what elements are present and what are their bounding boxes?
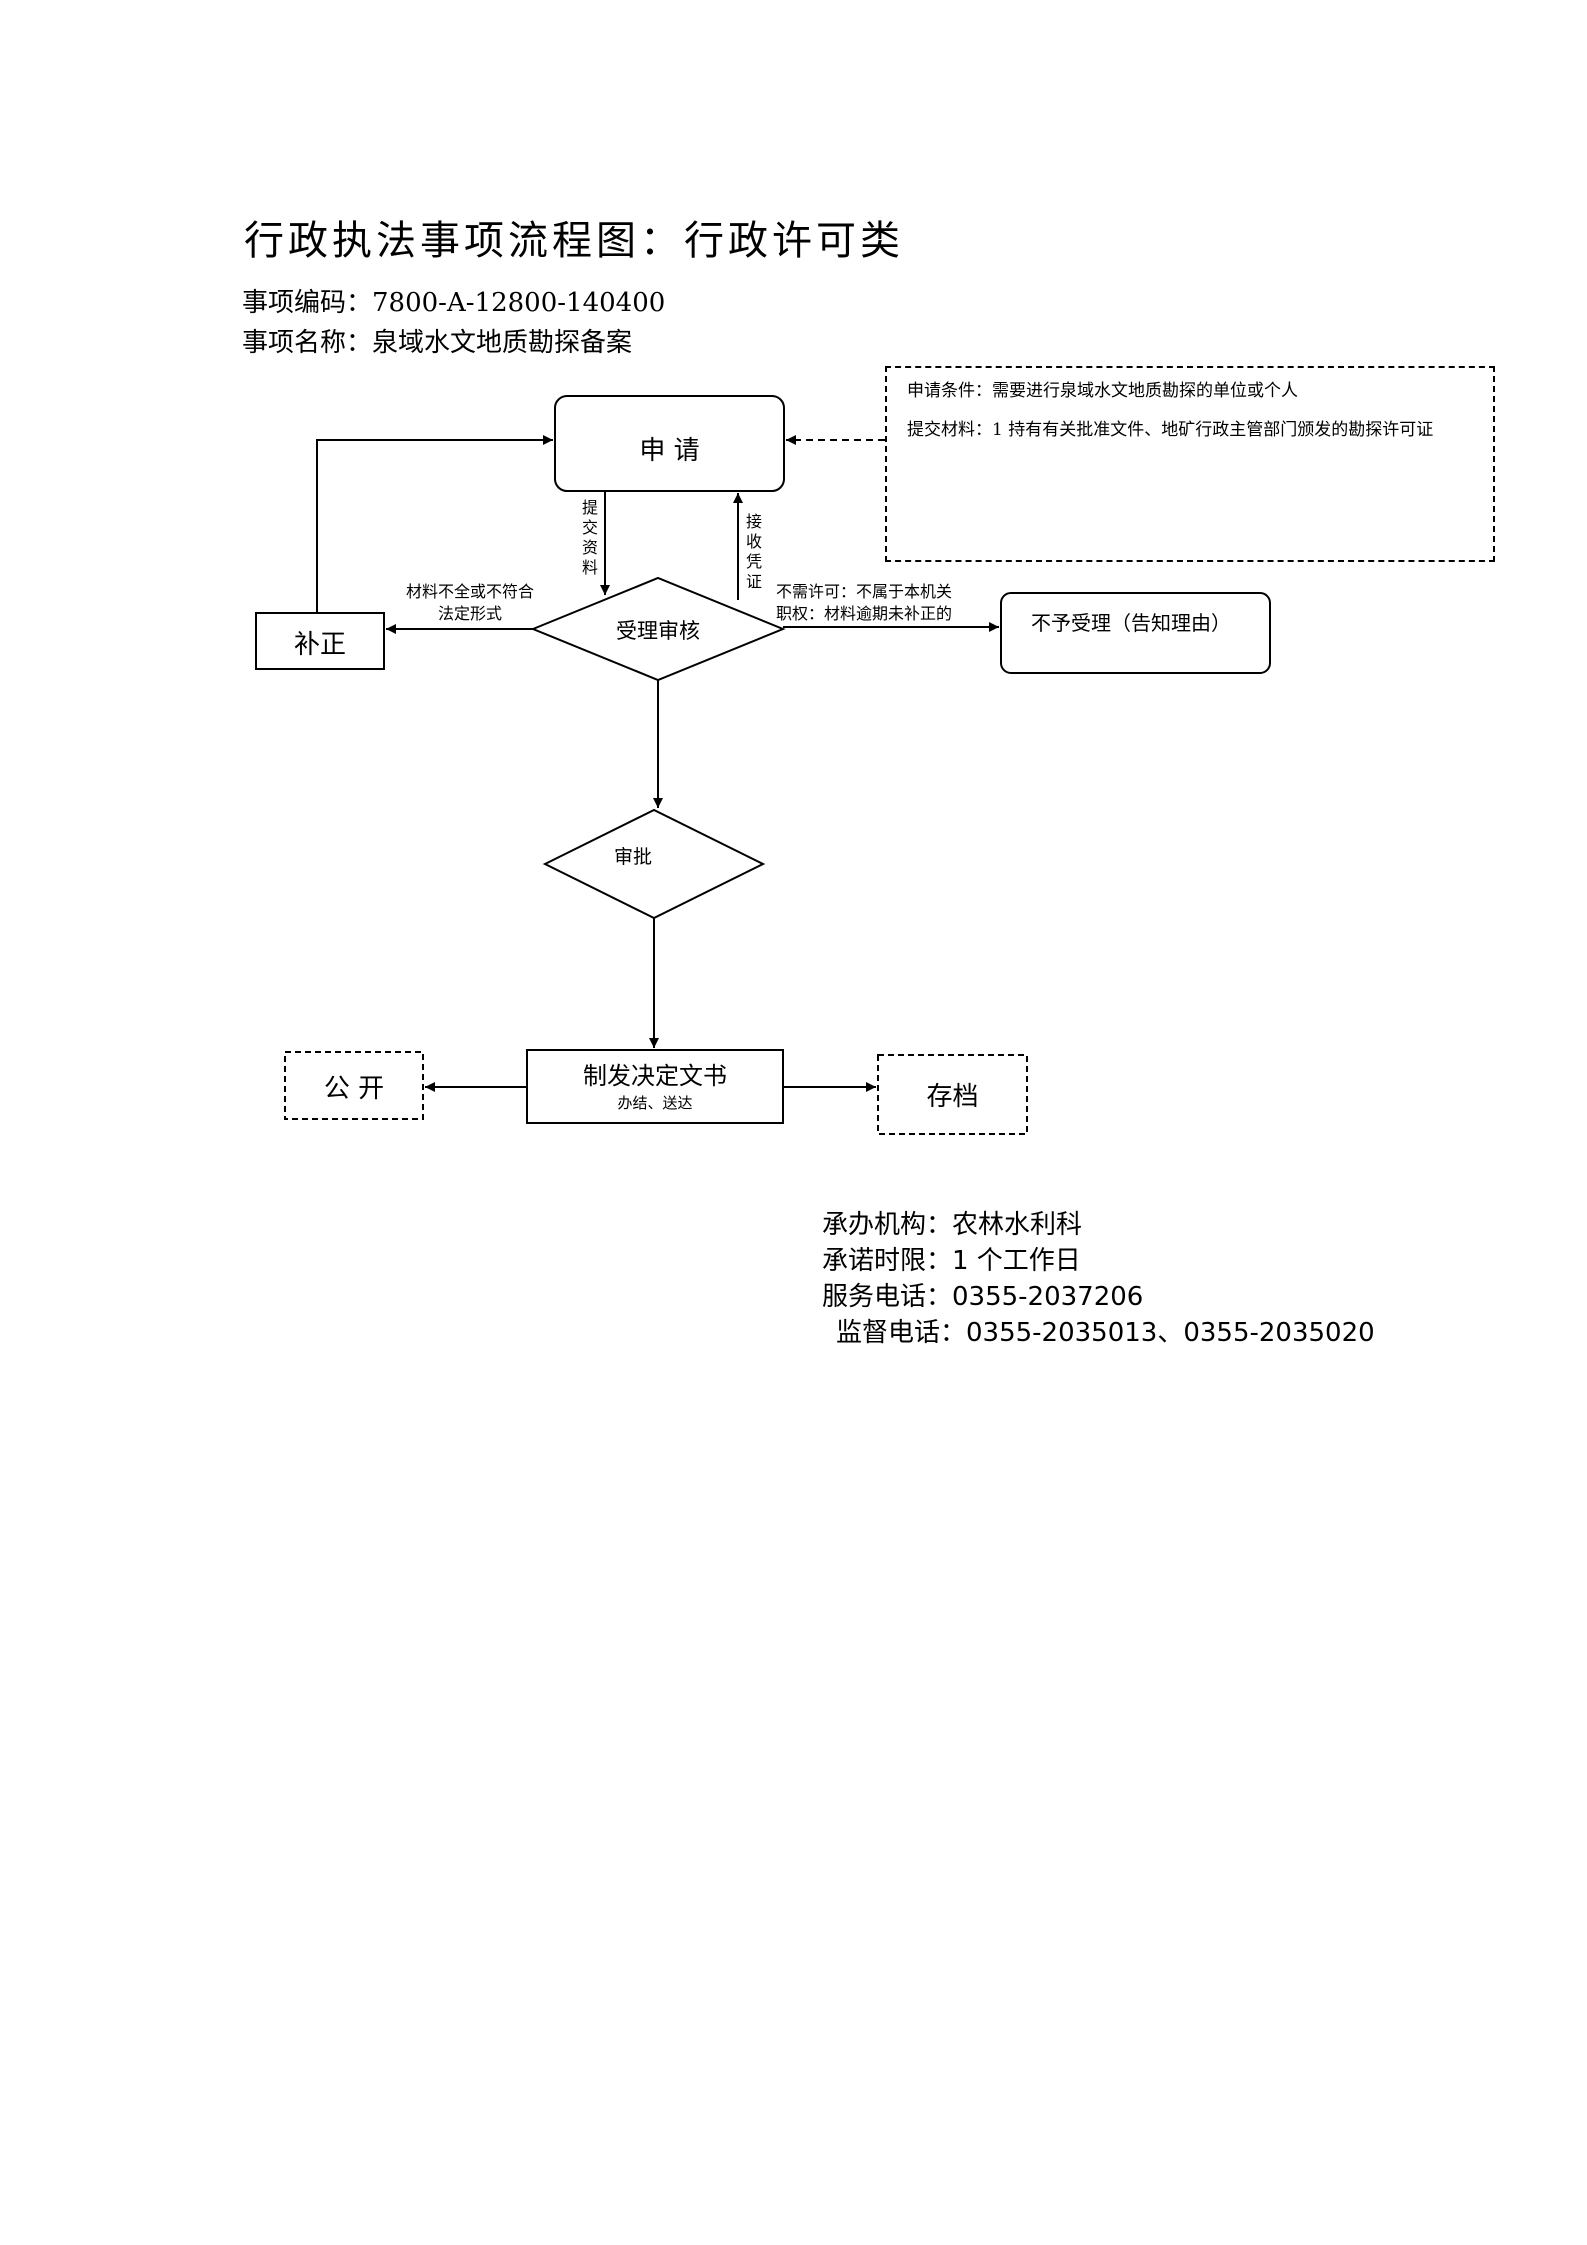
node-review bbox=[530, 576, 786, 682]
page-title: 行政执法事项流程图：行政许可类 bbox=[244, 218, 904, 264]
node-decision bbox=[526, 1049, 784, 1124]
archive-label: 存档 bbox=[926, 1082, 979, 1112]
edge-incomplete-label-2: 法定形式 bbox=[437, 604, 502, 623]
item-name: 事项名称：泉域水文地质勘探备案 bbox=[242, 322, 632, 359]
publish-label: 公 开 bbox=[323, 1074, 385, 1104]
node-archive bbox=[877, 1054, 1028, 1135]
item-code-value: 7800-A-12800-140400 bbox=[372, 288, 666, 318]
edge-reject-label-2: 职权：材料逾期未补正的 bbox=[776, 604, 953, 623]
info-service-phone: 服务电话：0355-2037206 bbox=[822, 1282, 1144, 1312]
item-name-value: 泉域水文地质勘探备案 bbox=[372, 328, 633, 358]
decision-label: 制发决定文书 bbox=[583, 1062, 727, 1090]
reject-label: 不予受理（告知理由） bbox=[1031, 611, 1231, 635]
node-approve bbox=[542, 808, 766, 920]
edge-submit-label: 提交资料 bbox=[581, 498, 598, 577]
node-reject bbox=[1000, 592, 1271, 674]
apply-label: 申 请 bbox=[639, 436, 700, 466]
supplement-label: 补正 bbox=[293, 630, 346, 660]
decision-sub-label: 办结、送达 bbox=[617, 1094, 693, 1112]
info-time-limit: 承诺时限：1 个工作日 bbox=[822, 1246, 1081, 1276]
info-org: 承办机构：农林水利科 bbox=[822, 1210, 1083, 1240]
item-name-label: 事项名称： bbox=[242, 328, 373, 358]
condition-box: 申请条件：需要进行泉域水文地质勘探的单位或个人 提交材料：1 持有有关批准文件、… bbox=[885, 366, 1495, 562]
edge-resubmit bbox=[316, 435, 553, 613]
item-code-label: 事项编码： bbox=[242, 288, 373, 318]
node-supplement bbox=[255, 612, 385, 670]
node-publish bbox=[284, 1051, 424, 1120]
item-code: 事项编码：7800-A-12800-140400 bbox=[242, 282, 665, 319]
condition-text: 申请条件：需要进行泉域水文地质勘探的单位或个人 bbox=[907, 381, 1298, 401]
info-supervision-phone: 监督电话：0355-2035013、0355-2035020 bbox=[836, 1318, 1375, 1348]
review-label: 受理审核 bbox=[616, 619, 700, 643]
edge-receipt-label: 接收凭证 bbox=[745, 512, 762, 591]
materials-text: 提交材料：1 持有有关批准文件、地矿行政主管部门颁发的勘探许可证 bbox=[907, 420, 1434, 440]
edge-reject-label-1: 不需许可：不属于本机关 bbox=[776, 582, 953, 601]
edge-incomplete-label-1: 材料不全或不符合 bbox=[405, 582, 534, 601]
node-apply bbox=[554, 395, 785, 492]
approve-label: 审批 bbox=[614, 846, 653, 868]
